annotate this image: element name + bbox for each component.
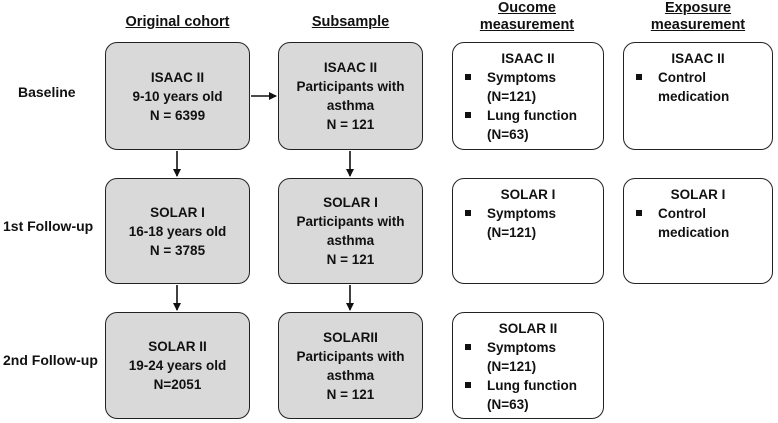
outcome-followup-2-list: Symptoms (N=121) Lung function (N=63)	[453, 338, 603, 414]
header-exposure-line-1: Exposure	[664, 0, 732, 16]
original-cohort-followup-2-line-2: 19-24 years old	[128, 358, 227, 373]
subsample-followup-1-line-1: SOLAR I	[323, 195, 378, 210]
outcome-baseline-item-symptoms: Symptoms (N=121)	[463, 68, 603, 106]
outcome-followup-2-item-symptoms: Symptoms (N=121)	[463, 338, 603, 376]
exposure-baseline-item-control-medication: Control medication	[634, 68, 772, 106]
outcome-baseline-lung-function-label: Lung function	[487, 108, 577, 123]
exposure-followup-1-list: Control medication	[624, 204, 772, 242]
outcome-followup-1-item-symptoms: Symptoms (N=121)	[463, 204, 603, 242]
row-label-baseline: Baseline	[18, 84, 76, 100]
outcome-box-followup-1: SOLAR I Symptoms (N=121)	[452, 178, 604, 284]
outcome-followup-2-symptoms-n: (N=121)	[487, 359, 537, 374]
row-label-1st-follow-up: 1st Follow-up	[3, 218, 94, 234]
original-cohort-box-followup-2: SOLAR II 19-24 years old N=2051	[105, 312, 250, 419]
outcome-baseline-symptoms-label: Symptoms	[487, 70, 557, 85]
outcome-box-followup-2: SOLAR II Symptoms (N=121) Lung function …	[452, 312, 604, 419]
exposure-box-followup-1: SOLAR I Control medication	[623, 178, 773, 284]
exposure-baseline-title: ISAAC II	[671, 51, 725, 66]
outcome-followup-2-symptoms-label: Symptoms	[487, 340, 557, 355]
original-cohort-followup-1-line-1: SOLAR I	[150, 204, 205, 220]
row-label-2nd-follow-up: 2nd Follow-up	[3, 352, 98, 368]
outcome-baseline-symptoms-n: (N=121)	[487, 89, 537, 104]
outcome-baseline-item-lung-function: Lung function (N=63)	[463, 106, 603, 144]
outcome-box-baseline: ISAAC II Symptoms (N=121) Lung function …	[452, 42, 604, 150]
header-outcome-line-1: Oucome	[497, 0, 556, 16]
subsample-followup-1-line-2: Participants with	[296, 214, 405, 229]
outcome-followup-1-symptoms-n: (N=121)	[487, 225, 537, 240]
original-cohort-baseline-line-2: 9-10 years old	[132, 88, 223, 104]
original-cohort-baseline-line-3: N = 6399	[149, 107, 206, 123]
subsample-followup-2-line-2: Participants with	[296, 348, 405, 364]
outcome-baseline-list: Symptoms (N=121) Lung function (N=63)	[453, 68, 603, 144]
exposure-box-baseline: ISAAC II Control medication	[623, 42, 773, 150]
exposure-followup-1-item-control-medication: Control medication	[634, 204, 772, 242]
outcome-followup-1-list: Symptoms (N=121)	[453, 204, 603, 242]
outcome-followup-2-item-lung-function: Lung function (N=63)	[463, 376, 603, 414]
subsample-baseline-line-4: N = 121	[326, 117, 375, 132]
outcome-followup-2-lung-function-n: (N=63)	[487, 397, 529, 412]
subsample-followup-1-line-4: N = 121	[326, 252, 375, 267]
header-outcome-line-2: measurement	[479, 17, 575, 33]
outcome-followup-1-symptoms-label: Symptoms	[487, 206, 557, 221]
exposure-followup-1-title: SOLAR I	[670, 187, 726, 202]
exposure-baseline-item-line-2: medication	[658, 89, 730, 104]
original-cohort-box-followup-1: SOLAR I 16-18 years old N = 3785	[105, 178, 250, 284]
header-original-cohort: Original cohort	[125, 14, 230, 30]
exposure-baseline-item-line-1: Control	[658, 70, 706, 85]
outcome-followup-1-title: SOLAR I	[500, 187, 556, 202]
subsample-box-followup-1: SOLAR I Participants with asthma N = 121	[278, 178, 423, 284]
header-outcome-measurement: Oucome measurement	[452, 0, 602, 34]
outcome-followup-2-title: SOLAR II	[498, 321, 558, 336]
original-cohort-box-baseline: ISAAC II 9-10 years old N = 6399	[105, 42, 250, 150]
exposure-followup-1-item-line-1: Control	[658, 206, 706, 221]
subsample-baseline-line-1: ISAAC II	[323, 60, 378, 75]
subsample-baseline-line-3: asthma	[326, 98, 375, 113]
header-exposure-line-2: measurement	[650, 17, 746, 33]
outcome-baseline-title: ISAAC II	[501, 51, 555, 66]
subsample-followup-2-line-1: SOLARII	[323, 329, 378, 345]
original-cohort-followup-2-line-1: SOLAR II	[148, 339, 207, 354]
original-cohort-followup-2-line-3: N=2051	[153, 377, 202, 392]
exposure-baseline-list: Control medication	[624, 68, 772, 106]
header-exposure-measurement: Exposure measurement	[623, 0, 773, 34]
outcome-followup-2-lung-function-label: Lung function	[487, 378, 577, 393]
original-cohort-followup-1-line-2: 16-18 years old	[128, 223, 227, 239]
subsample-followup-2-line-3: asthma	[326, 367, 375, 383]
original-cohort-followup-1-line-3: N = 3785	[149, 242, 206, 258]
subsample-followup-2-line-4: N = 121	[326, 386, 375, 402]
subsample-baseline-line-2: Participants with	[296, 79, 405, 94]
header-subsample: Subsample	[311, 14, 390, 30]
subsample-followup-1-line-3: asthma	[326, 233, 375, 248]
exposure-followup-1-item-line-2: medication	[658, 225, 730, 240]
subsample-box-followup-2: SOLARII Participants with asthma N = 121	[278, 312, 423, 419]
outcome-baseline-lung-function-n: (N=63)	[487, 127, 529, 142]
subsample-box-baseline: ISAAC II Participants with asthma N = 12…	[278, 42, 423, 150]
original-cohort-baseline-line-1: ISAAC II	[150, 69, 205, 85]
